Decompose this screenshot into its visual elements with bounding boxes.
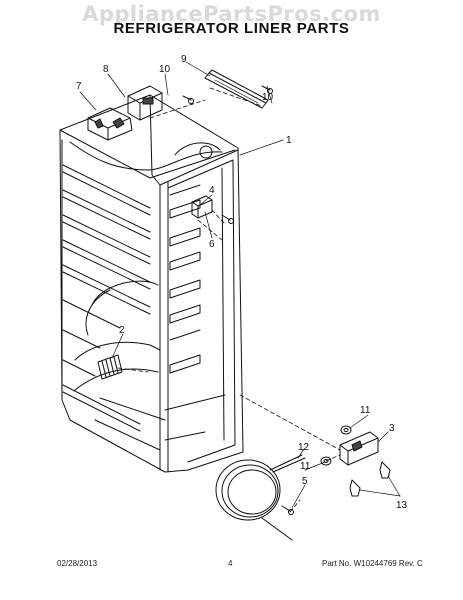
shelf-clip — [191, 195, 213, 219]
callout-1: 1 — [286, 135, 292, 146]
liner-shell — [59, 94, 244, 473]
screw-part5 — [281, 505, 294, 515]
callout-11-upper: 11 — [360, 405, 371, 416]
control-housing — [87, 85, 163, 141]
callout-3: 3 — [389, 423, 395, 434]
callout-13: 13 — [396, 500, 408, 511]
page-title: REFRIGERATOR LINER PARTS — [113, 20, 350, 37]
callout-4: 4 — [209, 185, 215, 196]
callout-labels: 1 2 3 4 5 6 7 8 9 10 10 11 11 12 13 — [76, 54, 408, 511]
callout-5: 5 — [302, 476, 308, 487]
callout-2: 2 — [119, 325, 125, 336]
callout-8: 8 — [103, 64, 109, 75]
callout-9: 9 — [181, 54, 187, 65]
callout-6: 6 — [209, 239, 215, 250]
screw-top-right — [261, 85, 273, 94]
screw-part4 — [221, 214, 234, 224]
callout-11-lower: 11 — [300, 461, 311, 472]
footer-part-number: Part No. W10244769 Rev. C — [322, 559, 423, 568]
vent-grille — [97, 354, 123, 380]
leader-lines — [79, 61, 401, 509]
screw-top-left — [182, 95, 194, 104]
watermark-text: AppliancePartsPros.com — [82, 2, 381, 26]
footer-page-number: 4 — [228, 559, 233, 568]
bracket-assembly — [320, 425, 391, 497]
footer-date: 02/28/2013 — [57, 559, 98, 568]
trim-strip — [204, 69, 269, 109]
callout-12: 12 — [298, 442, 310, 453]
callout-10-upper: 10 — [159, 64, 171, 75]
coiled-tubing — [215, 454, 306, 541]
callout-7: 7 — [76, 81, 82, 92]
callout-10-right: 10 — [262, 92, 274, 103]
